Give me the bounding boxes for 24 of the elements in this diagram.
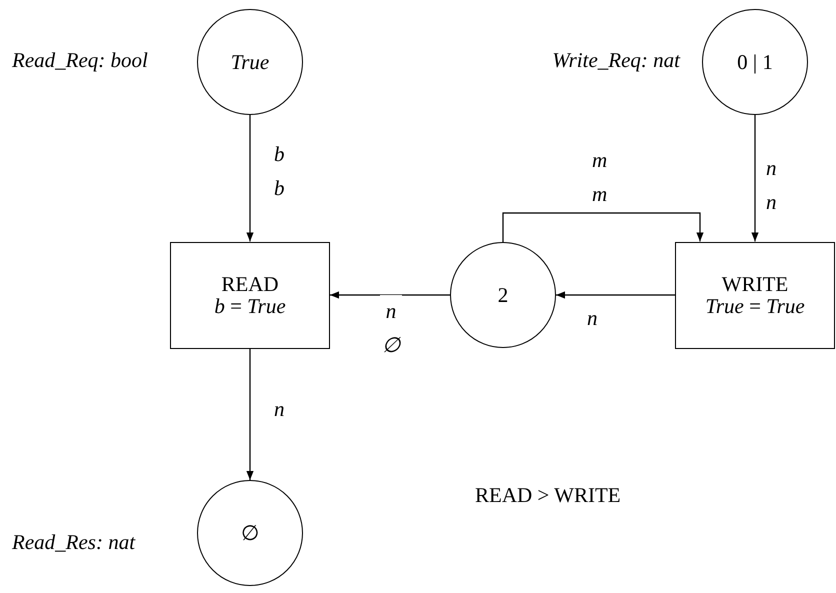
arrow — [751, 115, 759, 242]
place-type-label: Read_Res: nat — [12, 530, 136, 555]
place-circle — [702, 9, 808, 115]
transition-box — [170, 242, 330, 348]
place-type-label: Read_Req: bool — [12, 48, 148, 73]
priority-note: READ > WRITE — [475, 483, 621, 508]
arrow — [330, 291, 450, 299]
place-type-label: Write_Req: nat — [552, 48, 680, 73]
transition-name: READ — [221, 272, 279, 295]
token-text: ∅ — [241, 522, 259, 544]
token-text: 2 — [498, 284, 508, 306]
token-text: 0 | 1 — [737, 50, 773, 74]
arrow — [502, 212, 704, 242]
guard-text: b = True — [214, 295, 286, 318]
arrow — [556, 291, 675, 299]
transition-name: WRITE — [722, 272, 788, 295]
transition-box — [675, 242, 835, 348]
arrow — [246, 115, 254, 242]
arrow — [246, 348, 254, 480]
place-circle — [450, 242, 556, 348]
token-text: True — [230, 50, 270, 74]
guard-text: True = True — [705, 295, 805, 318]
place-circle — [197, 9, 303, 115]
place-circle — [197, 480, 303, 586]
